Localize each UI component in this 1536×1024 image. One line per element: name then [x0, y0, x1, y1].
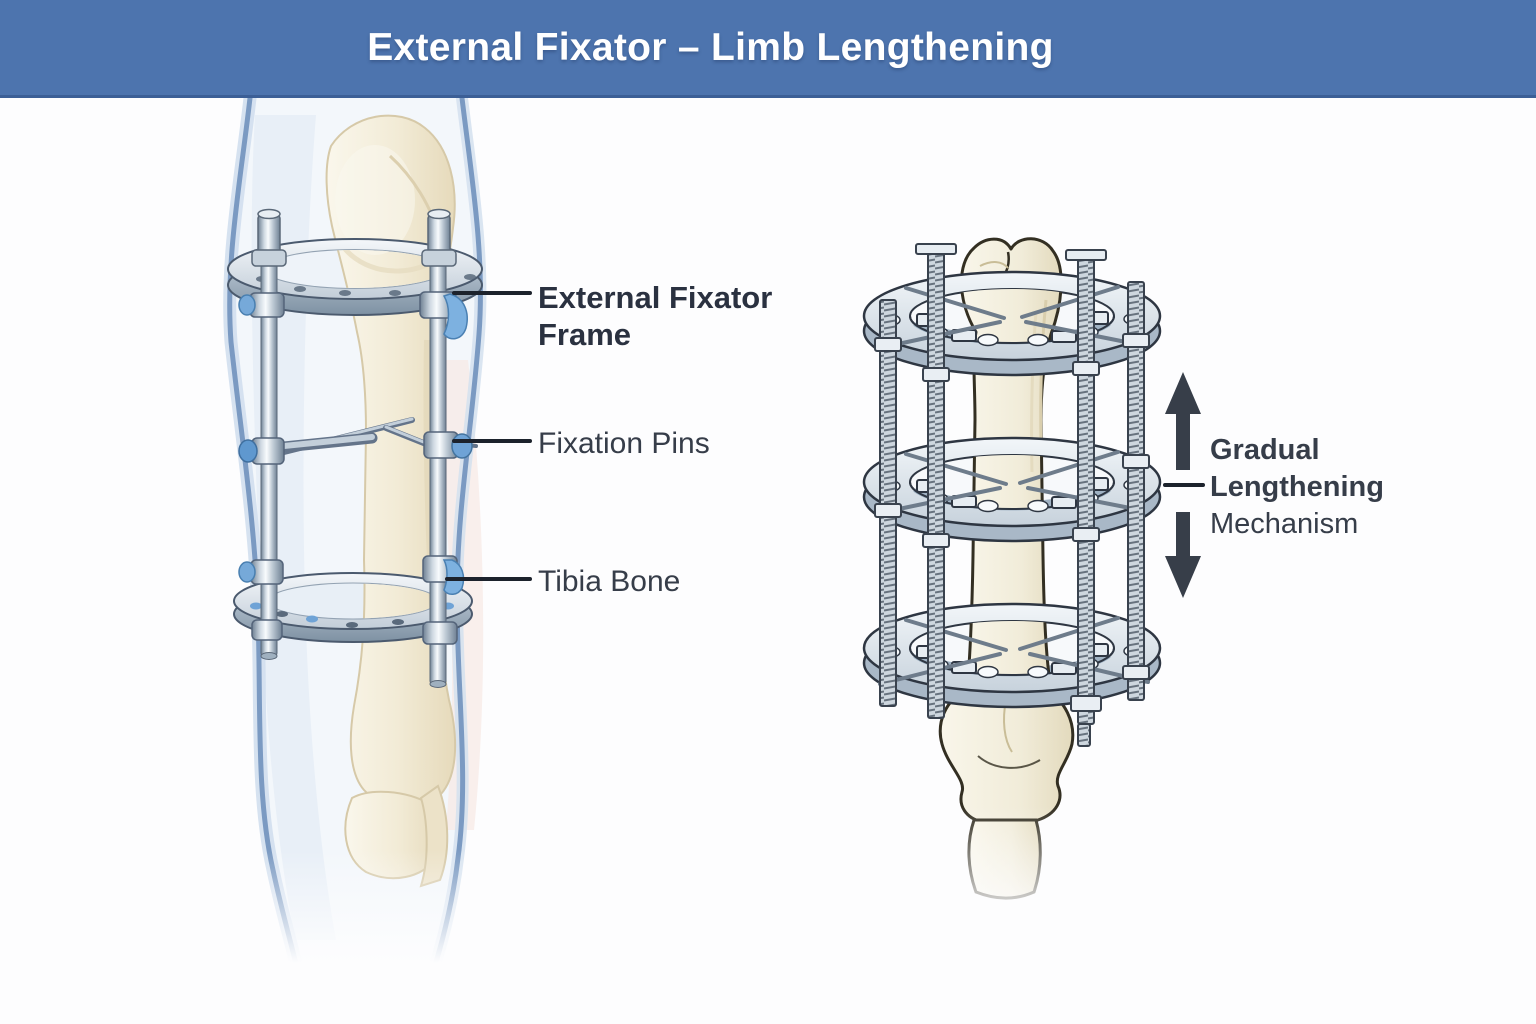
blue-clamp-pins-target [451, 433, 473, 459]
left-illustration-leg-fixator [150, 91, 570, 1024]
label-line-gradual: Gradual [1210, 434, 1320, 466]
page-title: External Fixator – Limb Lengthening [367, 25, 1054, 69]
label-line-mechanism: Mechanism [1210, 508, 1359, 541]
label-external-fixator-frame: External Fixator Frame [538, 280, 773, 352]
fixator-clamps [238, 291, 478, 645]
label-gradual-lengthening-mechanism: Gradual Lengthening Mechanism [1210, 432, 1400, 543]
label-tibia-bone: Tibia Bone [538, 565, 681, 598]
fixation-wires [878, 285, 1150, 686]
bottom-fade [866, 806, 1176, 996]
blue-clamp-frame-target [442, 293, 468, 340]
hex-nuts [874, 333, 1150, 712]
leader-line-mechanism [1163, 483, 1205, 487]
fixator-top-ring [227, 238, 483, 316]
label-fixation-pins: Fixation Pins [538, 427, 710, 460]
right-illustration-circular-fixator [862, 237, 1201, 996]
bottom-fade [150, 850, 570, 1024]
leader-line-pins [452, 439, 532, 443]
title-banner: External Fixator – Limb Lengthening [0, 0, 1536, 98]
up-arrow-icon [1165, 372, 1201, 470]
leader-line-tibia [445, 577, 532, 581]
label-line-lengthening: Lengthening [1210, 471, 1384, 504]
ring-holes [250, 602, 454, 628]
down-arrow-icon [1165, 512, 1201, 598]
leader-line-frame [452, 291, 532, 295]
